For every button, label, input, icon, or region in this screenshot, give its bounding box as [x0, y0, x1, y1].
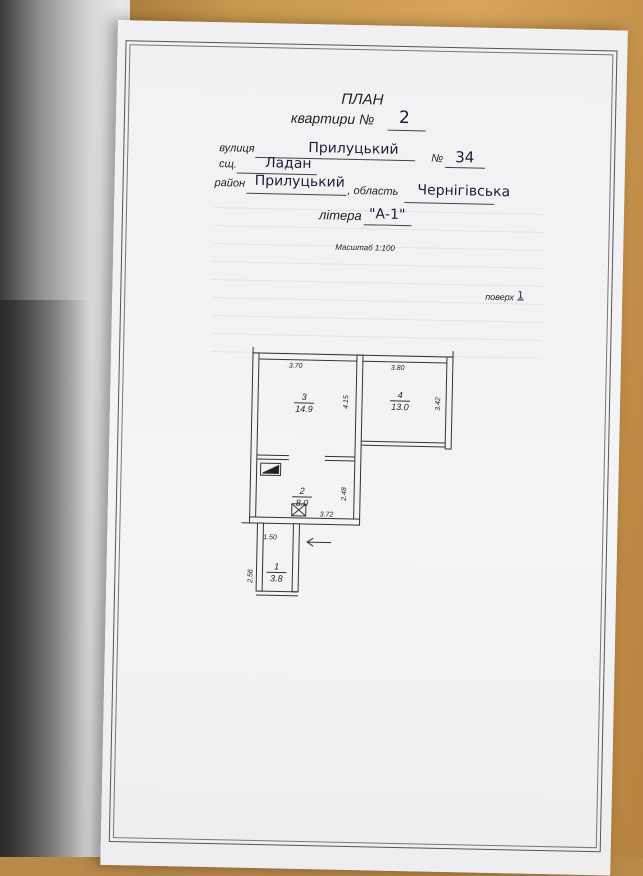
apartment-label: квартири № [291, 110, 375, 128]
show-through-table [211, 202, 544, 359]
district-label: район [214, 177, 245, 190]
dimension-label: 1.50 [263, 534, 277, 541]
house-number: 34 [455, 148, 474, 166]
apartment-number: 2 [399, 108, 410, 128]
settlement-label: сщ. [219, 158, 237, 170]
dimension-label: 3.80 [391, 365, 405, 372]
letter-value: "А-1" [369, 206, 406, 223]
dimension-label: 3.70 [289, 363, 303, 370]
scale-label: Масштаб 1:100 [335, 243, 395, 253]
dimension-label: 4.15 [343, 395, 350, 409]
floor-plan-drawing: 3.70 3.80 4.15 3.42 2.48 3.72 1.50 2.56 … [225, 342, 471, 647]
street-label: вулиця [219, 142, 254, 155]
settlement-value: Ладан [265, 155, 312, 172]
room-number: 2 [299, 486, 305, 496]
page-title: ПЛАН [341, 91, 383, 109]
dimension-label: 3.72 [320, 511, 334, 518]
dimension-label: 2.56 [247, 569, 254, 584]
dimension-label: 3.42 [435, 397, 442, 411]
floor-value: 1 [517, 290, 524, 301]
room-number: 4 [398, 390, 403, 400]
house-number-label: № [431, 153, 443, 165]
letter-label: літера [319, 207, 362, 223]
room-area: 3.8 [270, 573, 283, 583]
street-value: Прилуцький [308, 140, 399, 158]
floor-label: поверх [485, 292, 514, 303]
hand-shadow [0, 300, 90, 857]
room-area: 8.0 [296, 498, 309, 508]
room-number: 1 [274, 561, 279, 571]
floor-plan-document: ПЛАН квартири № 2 вулиця Прилуцький № 34… [100, 20, 628, 875]
region-value: Чернігівська [417, 182, 510, 200]
district-value: Прилуцький [254, 173, 345, 191]
dimension-label: 2.48 [341, 487, 348, 502]
room-number: 3 [302, 392, 307, 402]
region-label: , область [347, 185, 398, 198]
room-area: 14.9 [295, 404, 313, 414]
room-area: 13.0 [391, 402, 409, 412]
